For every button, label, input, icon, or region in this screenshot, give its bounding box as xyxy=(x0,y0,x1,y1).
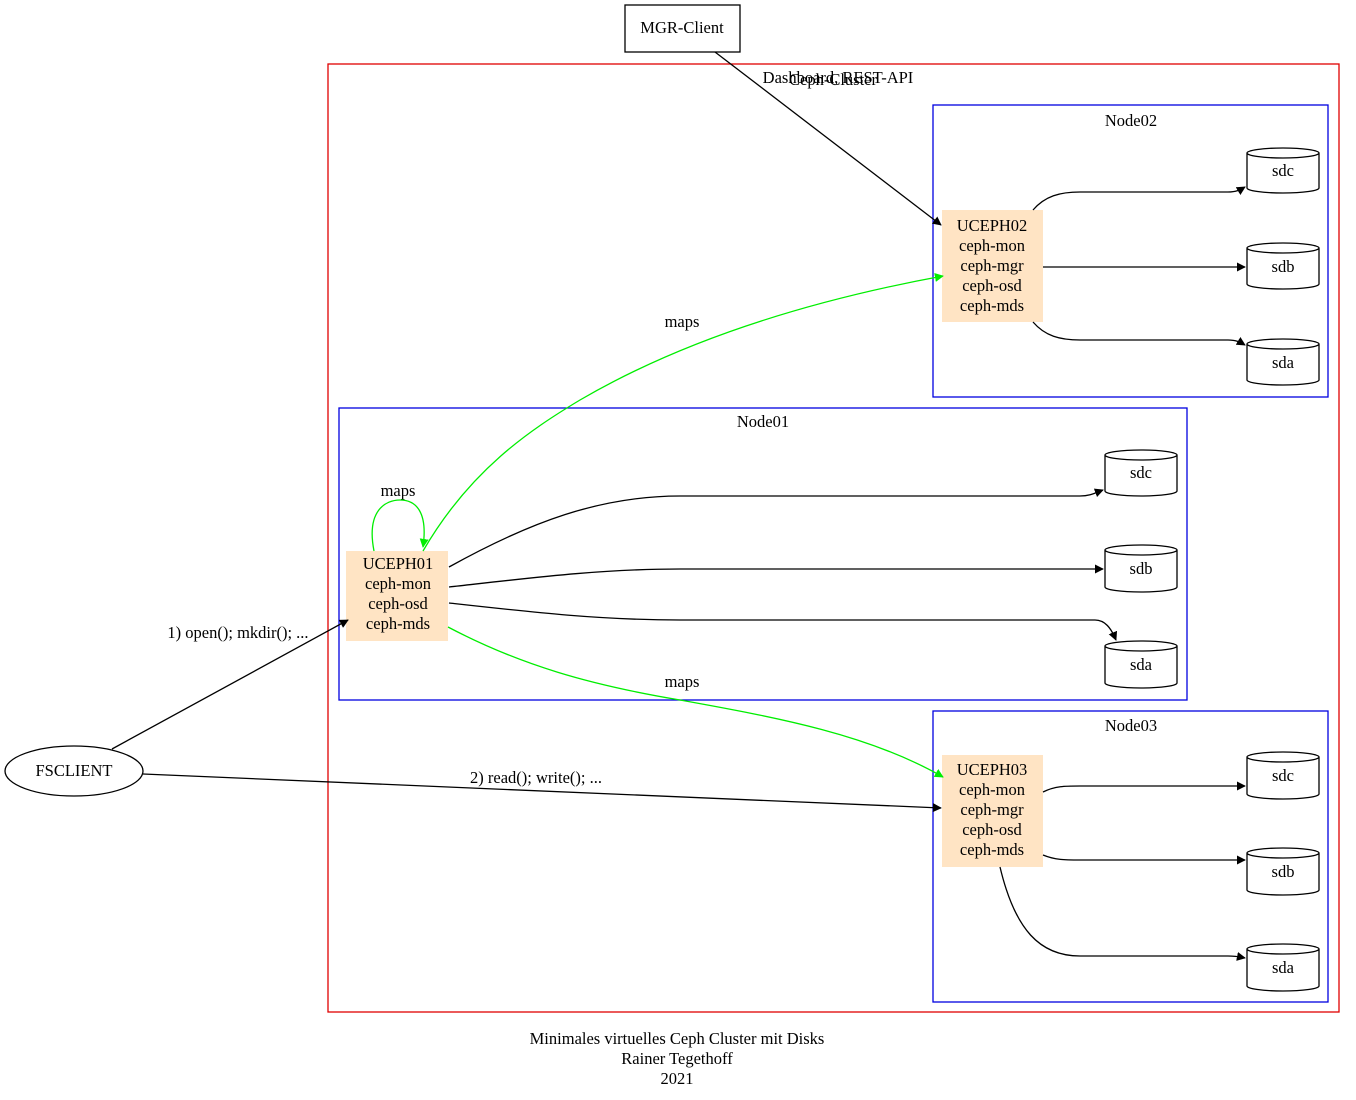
uceph03-line-4: ceph-osd xyxy=(962,820,1022,839)
edge-uceph01-sdc xyxy=(448,488,1104,568)
node03-cluster: Node03 UCEPH03 ceph-mon ceph-mgr ceph-os… xyxy=(932,710,1329,1003)
node01-disk-sdc-label: sdc xyxy=(1130,463,1152,482)
uceph01-host xyxy=(346,551,448,641)
node03-disk-sda: sda xyxy=(1246,943,1320,992)
edge-label-maps-node03: maps xyxy=(665,672,700,691)
node02-disk-sdb: sdb xyxy=(1246,242,1320,290)
node01-cluster: Node01 UCEPH01 ceph-mon ceph-osd ceph-md… xyxy=(338,407,1188,701)
uceph02-line-3: ceph-mgr xyxy=(960,256,1024,275)
uceph01-line-3: ceph-osd xyxy=(368,594,428,613)
edge-mgr-client-uceph02 xyxy=(714,51,942,226)
node03-disk-sdb-label: sdb xyxy=(1272,862,1295,881)
uceph01-line-1: UCEPH01 xyxy=(363,554,434,573)
node02-disk-sda: sda xyxy=(1246,338,1320,386)
edge-uceph01-sdb xyxy=(448,564,1104,588)
caption-line-2: Rainer Tegethoff xyxy=(621,1049,733,1068)
mgr-client-node: MGR-Client xyxy=(624,4,741,53)
uceph03-line-3: ceph-mgr xyxy=(960,800,1024,819)
caption-line-3: 2021 xyxy=(661,1069,694,1088)
edge-maps-uceph01-uceph02 xyxy=(422,273,944,552)
edge-uceph02-sda xyxy=(1032,321,1246,346)
node01-disk-sda-label: sda xyxy=(1130,655,1153,674)
cluster-label-rest-api: Dashboard, REST-API xyxy=(763,68,914,87)
uceph02-line-1: UCEPH02 xyxy=(957,216,1028,235)
node03-disk-sdb: sdb xyxy=(1246,847,1320,896)
node02-disk-sdc: sdc xyxy=(1246,147,1320,194)
mgr-client-label: MGR-Client xyxy=(640,18,724,37)
uceph01-line-4: ceph-mds xyxy=(366,614,430,633)
ceph-cluster-border xyxy=(327,63,1340,1013)
uceph03-line-5: ceph-mds xyxy=(960,840,1024,859)
node01-disk-sdb-label: sdb xyxy=(1130,559,1153,578)
node03-border xyxy=(932,710,1329,1003)
node01-border xyxy=(338,407,1188,701)
edge-uceph03-sdc xyxy=(1042,781,1246,793)
fsclient-ellipse xyxy=(4,745,144,797)
uceph02-host xyxy=(942,210,1043,322)
node02-cluster: Node02 UCEPH02 ceph-mon ceph-mgr ceph-os… xyxy=(932,104,1329,398)
edge-label-fs-read: 2) read(); write(); ... xyxy=(470,768,602,787)
fsclient-label: FSCLIENT xyxy=(35,761,112,780)
edge-maps-self xyxy=(371,499,429,552)
edge-label-fs-open: 1) open(); mkdir(); ... xyxy=(167,623,308,642)
uceph02-line-4: ceph-osd xyxy=(962,276,1022,295)
node03-disk-sdc-label: sdc xyxy=(1272,766,1294,785)
node02-disk-sdb-label: sdb xyxy=(1272,257,1295,276)
node02-disk-sdc-label: sdc xyxy=(1272,161,1294,180)
mgr-client-box xyxy=(624,4,741,53)
caption-line-1: Minimales virtuelles Ceph Cluster mit Di… xyxy=(530,1029,825,1048)
uceph03-line-1: UCEPH03 xyxy=(957,760,1028,779)
edge-label-maps-node02: maps xyxy=(665,312,700,331)
edge-label-maps-self: maps xyxy=(381,481,416,500)
uceph01-line-2: ceph-mon xyxy=(365,574,431,593)
node01-disk-sdc: sdc xyxy=(1104,449,1178,497)
node01-disk-sda: sda xyxy=(1104,640,1178,689)
node02-disk-sda-label: sda xyxy=(1272,353,1295,372)
node01-disk-sdb: sdb xyxy=(1104,544,1178,593)
edge-fsclient-uceph03 xyxy=(142,773,942,813)
cluster-label-ceph: Ceph-Cluster xyxy=(789,70,877,89)
edge-uceph03-sdb xyxy=(1042,854,1246,865)
edge-uceph02-sdc xyxy=(1032,186,1246,211)
edge-fsclient-uceph01 xyxy=(111,619,349,750)
node02-label: Node02 xyxy=(1105,111,1157,130)
uceph03-host xyxy=(942,755,1043,867)
node03-disk-sda-label: sda xyxy=(1272,958,1295,977)
uceph03-line-2: ceph-mon xyxy=(959,780,1025,799)
node01-label: Node01 xyxy=(737,412,789,431)
edge-uceph03-sda xyxy=(999,866,1246,961)
node03-disk-sdc: sdc xyxy=(1246,751,1320,800)
fsclient-node: FSCLIENT xyxy=(4,745,144,797)
node03-label: Node03 xyxy=(1105,716,1157,735)
edge-uceph01-sda xyxy=(448,602,1118,641)
node02-border xyxy=(932,104,1329,398)
uceph02-line-2: ceph-mon xyxy=(959,236,1025,255)
edge-maps-uceph01-uceph03 xyxy=(447,626,944,778)
uceph02-line-5: ceph-mds xyxy=(960,296,1024,315)
